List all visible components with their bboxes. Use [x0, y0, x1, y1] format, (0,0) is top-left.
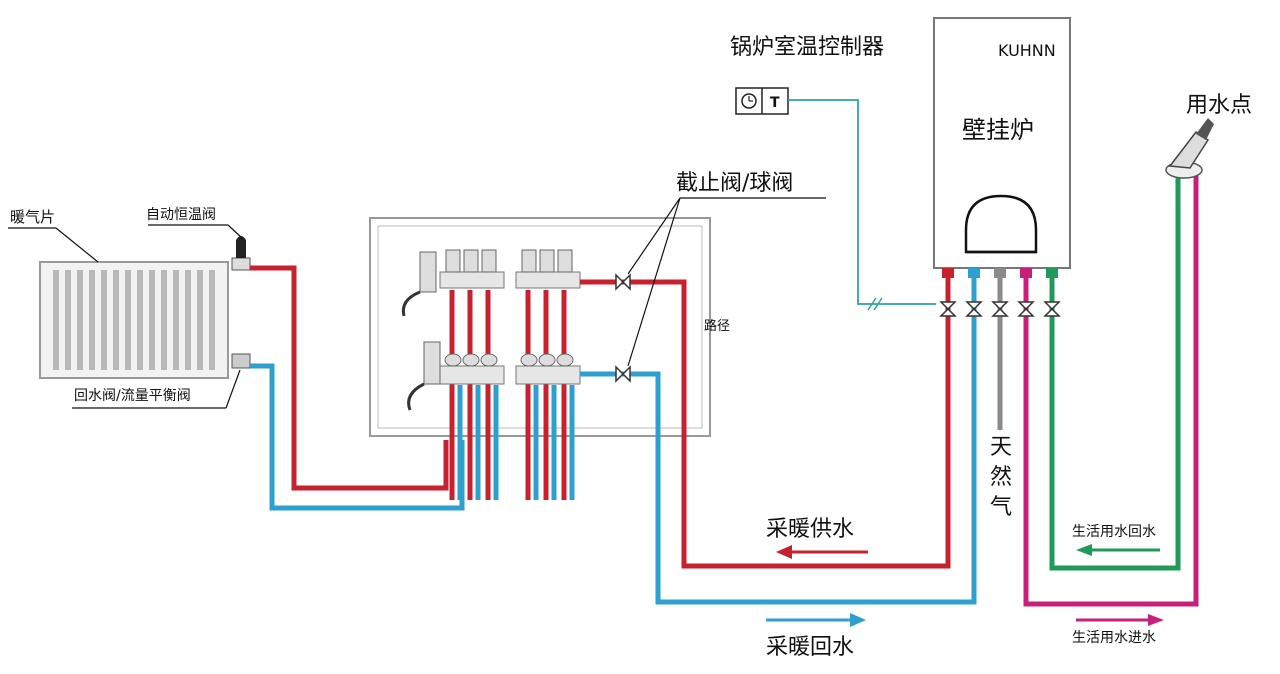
cutoff-valve-supply	[615, 273, 631, 291]
cutoff-valve-return	[615, 365, 631, 383]
domestic-inlet-pipe	[1023, 170, 1199, 607]
gas-label: 天 然 气	[990, 435, 1012, 520]
domestic-return-pipe	[1049, 170, 1181, 571]
return-balance-valve	[231, 353, 251, 369]
pipe-diameter-label: 路径	[704, 318, 730, 334]
boiler-valves	[939, 301, 1061, 317]
faucet-icon	[1165, 118, 1214, 179]
manifold-pipes	[449, 290, 575, 500]
water-point-label: 用水点	[1186, 93, 1252, 118]
manifold-cabinet	[369, 217, 711, 437]
boiler-brand: KUHNN	[998, 41, 1056, 60]
auto-valve	[231, 236, 251, 271]
domestic-inlet-label: 生活用水进水	[1072, 630, 1156, 646]
heating-supply-label: 采暖供水	[766, 517, 854, 542]
domestic-return-arrow	[1076, 544, 1160, 556]
radiator-return-pipe	[250, 363, 465, 511]
return-manifold	[407, 341, 581, 411]
controller-label: 锅炉室温控制器	[730, 35, 884, 60]
auto-valve-label: 自动恒温阀	[146, 207, 216, 223]
domestic-inlet-arrow	[1076, 614, 1164, 626]
thermostat-symbol: T	[770, 95, 780, 111]
svg-text:气: 气	[990, 495, 1012, 520]
supply-flow-arrow	[776, 545, 868, 559]
boiler-label: 壁挂炉	[962, 116, 1034, 144]
radiator	[39, 261, 229, 379]
svg-text:然: 然	[990, 465, 1012, 490]
control-wire	[788, 99, 936, 305]
heating-return-pipe	[580, 318, 977, 605]
domestic-return-label: 生活用水回水	[1072, 524, 1156, 540]
radiator-supply-pipe	[250, 265, 449, 491]
heating-return-label: 采暖回水	[766, 635, 854, 660]
supply-manifold	[401, 249, 581, 317]
room-thermostat: T	[735, 87, 789, 115]
cutoff-valve-label: 截止阀/球阀	[676, 171, 793, 196]
svg-text:天: 天	[990, 435, 1012, 460]
wall-boiler	[933, 17, 1071, 278]
return-valve-label: 回水阀/流量平衡阀	[74, 388, 191, 404]
heating-supply-pipe	[580, 279, 951, 569]
radiator-label: 暖气片	[10, 208, 55, 226]
return-flow-arrow	[766, 613, 866, 627]
